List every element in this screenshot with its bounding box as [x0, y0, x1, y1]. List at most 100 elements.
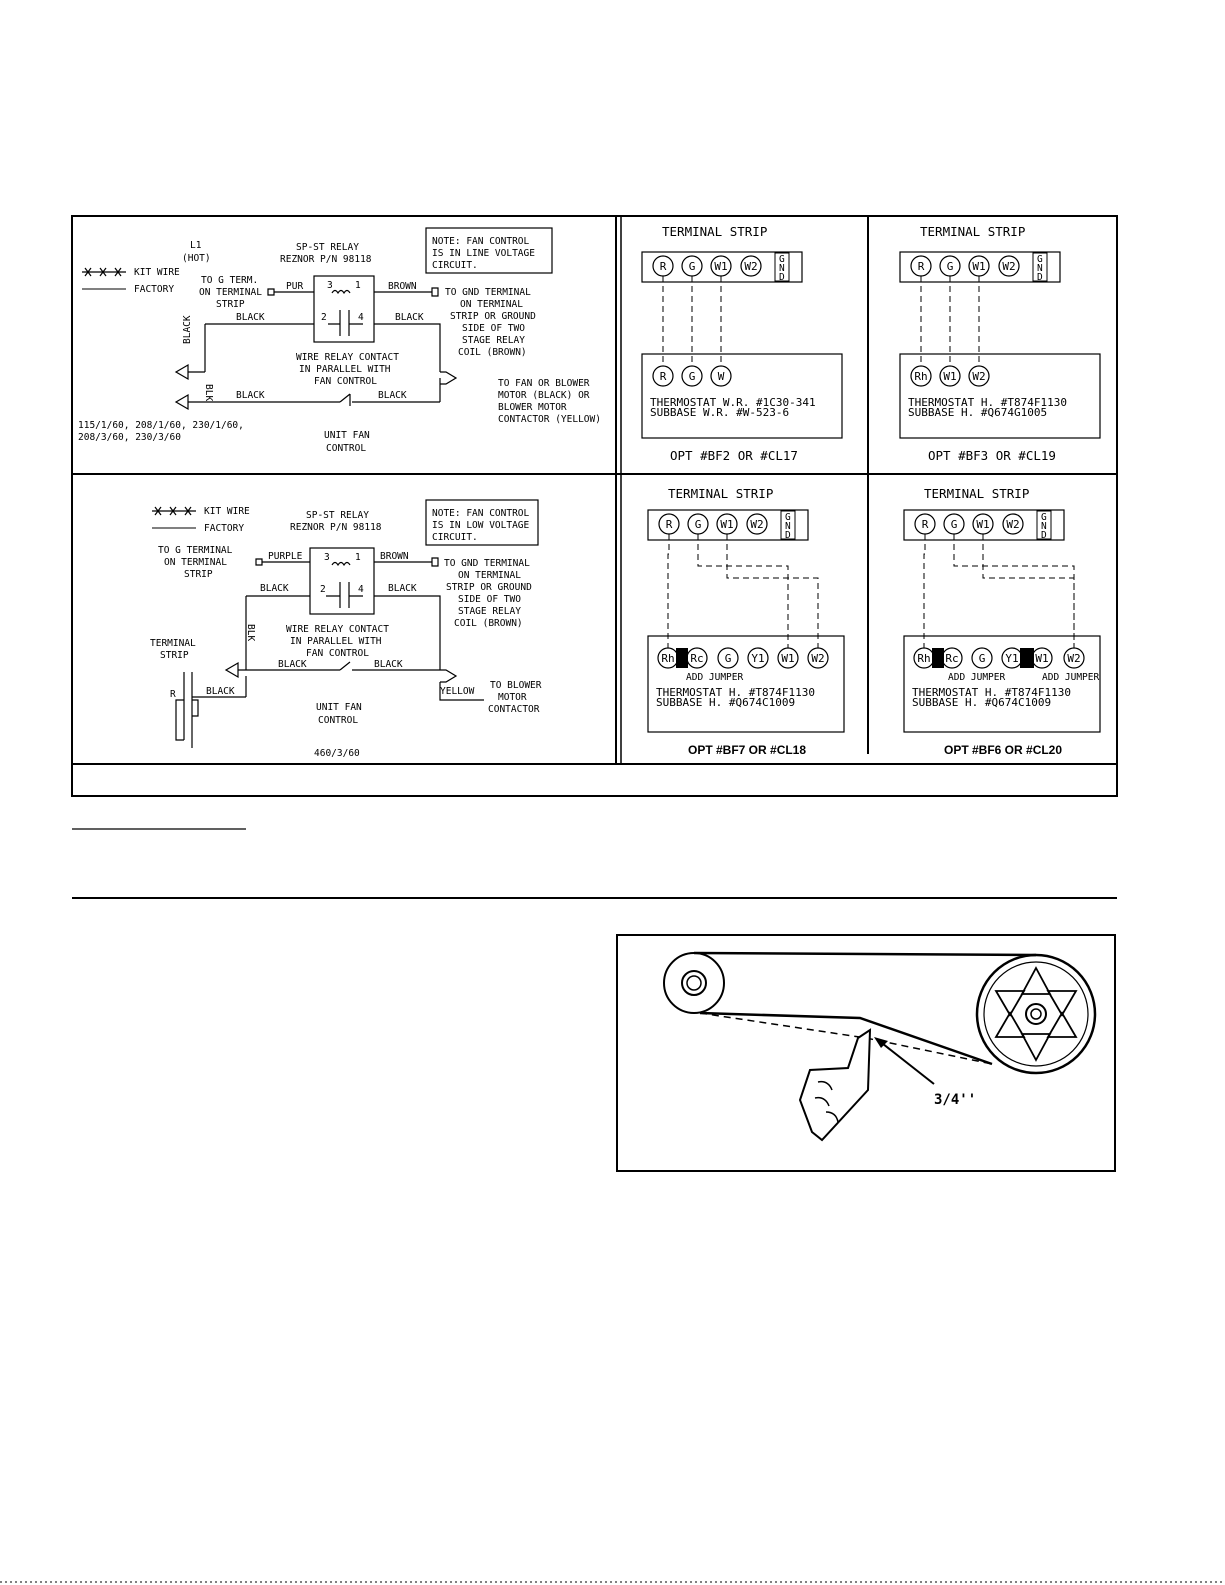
terminal-rh	[910, 365, 932, 387]
gnd-terminal	[1032, 252, 1048, 282]
thermostat-spec-line: THERMOSTAT H. #T874F1130	[656, 686, 815, 699]
panel-low-voltage: KIT WIRE FACTORY SP-ST RELAY REZNOR P/N …	[150, 499, 542, 759]
motor-pulley	[663, 952, 725, 1014]
option-caption: OPT #BF7 OR #CL18	[688, 743, 806, 757]
svg-text:G: G	[947, 260, 954, 273]
svg-text:N: N	[1037, 263, 1043, 274]
panel-line-voltage: KIT WIRE FACTORY L1 (HOT) SP-ST RELAY RE…	[78, 227, 601, 454]
svg-text:W1: W1	[972, 260, 985, 273]
svg-text:W1: W1	[943, 370, 956, 383]
svg-text:Y1: Y1	[751, 652, 764, 665]
note-box	[425, 227, 553, 274]
add-jumper-label: ADD JUMPER	[948, 672, 1005, 683]
svg-text:UNIT FAN: UNIT FAN	[316, 702, 362, 713]
svg-text:G: G	[785, 512, 791, 523]
svg-text:W: W	[718, 370, 725, 383]
terminal-g	[971, 647, 993, 669]
svg-text:BLK: BLK	[245, 624, 256, 641]
svg-text:SP-ST RELAY: SP-ST RELAY	[306, 510, 369, 521]
svg-text:TO G TERMINAL: TO G TERMINAL	[158, 545, 233, 556]
svg-text:TO FAN OR BLOWER: TO FAN OR BLOWER	[498, 378, 590, 389]
svg-text:N: N	[1041, 521, 1047, 532]
add-jumper-label: ADD JUMPER	[1042, 672, 1099, 683]
svg-text:1: 1	[355, 280, 361, 291]
svg-text:BLACK: BLACK	[182, 315, 193, 344]
svg-text:W2: W2	[1067, 652, 1080, 665]
terminal-w2	[807, 647, 829, 669]
svg-text:W2: W2	[811, 652, 824, 665]
svg-text:G: G	[1041, 512, 1047, 523]
svg-text:BLACK: BLACK	[395, 312, 424, 323]
diagram-frame	[71, 215, 1118, 797]
legend-kit-wire-label: KIT WIRE	[134, 267, 180, 278]
svg-text:CIRCUIT.: CIRCUIT.	[432, 532, 478, 543]
thermostat-box	[899, 353, 1101, 439]
note-box-low	[425, 499, 539, 546]
terminal-y1	[747, 647, 769, 669]
svg-text:ON TERMINAL: ON TERMINAL	[460, 299, 523, 310]
relay-box	[313, 275, 375, 343]
svg-text:W1: W1	[976, 518, 989, 531]
svg-text:IN PARALLEL WITH: IN PARALLEL WITH	[299, 364, 391, 375]
svg-text:SIDE OF TWO: SIDE OF TWO	[458, 594, 521, 605]
svg-text:UNIT FAN: UNIT FAN	[324, 430, 370, 441]
svg-text:COIL (BROWN): COIL (BROWN)	[458, 347, 527, 358]
svg-text:FAN CONTROL: FAN CONTROL	[306, 648, 369, 659]
terminal-w2	[740, 255, 762, 277]
terminal-w2	[1002, 513, 1024, 535]
svg-text:Rh: Rh	[661, 652, 674, 665]
thermostat-spec-line: SUBBASE W.R. #W-523-6	[650, 406, 789, 419]
svg-text:W2: W2	[750, 518, 763, 531]
svg-text:R: R	[660, 370, 667, 383]
svg-text:IN PARALLEL WITH: IN PARALLEL WITH	[290, 636, 382, 647]
svg-text:D: D	[779, 272, 785, 283]
svg-text:G: G	[689, 370, 696, 383]
thermostat-box	[641, 353, 843, 439]
svg-text:COIL (BROWN): COIL (BROWN)	[454, 618, 523, 629]
svg-text:460/3/60: 460/3/60	[314, 748, 360, 759]
legend-factory-label: FACTORY	[134, 284, 174, 295]
terminal-strip-title: TERMINAL STRIP	[662, 224, 767, 239]
svg-text:STAGE RELAY: STAGE RELAY	[458, 606, 521, 617]
svg-text:STAGE RELAY: STAGE RELAY	[462, 335, 525, 346]
svg-text:CIRCUIT.: CIRCUIT.	[432, 260, 478, 271]
svg-text:G: G	[779, 254, 785, 265]
terminal-w	[710, 365, 732, 387]
svg-text:CONTACTOR (YELLOW): CONTACTOR (YELLOW)	[498, 414, 601, 425]
blower-pulley	[975, 953, 1097, 1075]
svg-text:D: D	[785, 530, 791, 541]
svg-text:3: 3	[327, 280, 333, 291]
svg-text:STRIP: STRIP	[160, 650, 189, 661]
terminal-w2	[746, 513, 768, 535]
svg-text:W1: W1	[714, 260, 727, 273]
belt-tension-figure: 3/4''	[616, 934, 1116, 1172]
option-caption: OPT #BF6 OR #CL20	[944, 743, 1062, 757]
svg-text:W2: W2	[972, 370, 985, 383]
hand-icon	[798, 1028, 872, 1142]
terminal-g	[681, 365, 703, 387]
svg-text:208/3/60, 230/3/60: 208/3/60, 230/3/60	[78, 432, 181, 443]
svg-text:R: R	[660, 260, 667, 273]
svg-text:G: G	[695, 518, 702, 531]
svg-text:BLACK: BLACK	[206, 686, 235, 697]
relay-coil	[331, 289, 351, 295]
svg-text:IS IN LINE VOLTAGE: IS IN LINE VOLTAGE	[432, 248, 535, 259]
svg-text:Rh: Rh	[914, 370, 927, 383]
svg-text:BLACK: BLACK	[236, 390, 265, 401]
svg-text:TERMINAL: TERMINAL	[150, 638, 196, 649]
svg-text:REZNOR P/N 98118: REZNOR P/N 98118	[290, 522, 382, 533]
gnd-terminal	[774, 252, 790, 282]
svg-text:1: 1	[355, 552, 361, 563]
terminal-w2	[1063, 647, 1085, 669]
svg-text:YELLOW: YELLOW	[440, 686, 475, 697]
svg-text:W2: W2	[1002, 260, 1015, 273]
svg-text:Rc: Rc	[945, 652, 958, 665]
gnd-terminal	[1036, 510, 1052, 540]
svg-text:PURPLE: PURPLE	[268, 551, 303, 562]
terminal-r	[652, 365, 674, 387]
svg-text:2: 2	[320, 584, 326, 595]
svg-text:STRIP: STRIP	[216, 299, 245, 310]
svg-text:NOTE: FAN CONTROL: NOTE: FAN CONTROL	[432, 508, 530, 519]
